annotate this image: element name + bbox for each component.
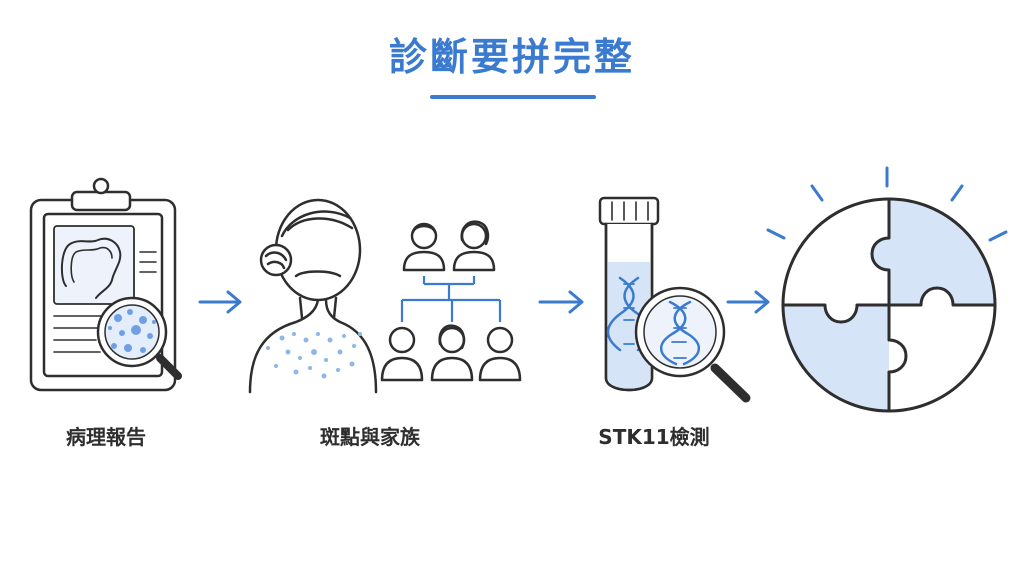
step-label-stk11-test: STK11檢測 bbox=[598, 425, 710, 449]
title-underline bbox=[430, 95, 596, 99]
step-label-spots-and-family: 斑點與家族 bbox=[320, 425, 420, 449]
page-title: 診斷要拼完整 bbox=[388, 35, 635, 79]
step-label-pathology-report: 病理報告 bbox=[66, 425, 146, 449]
